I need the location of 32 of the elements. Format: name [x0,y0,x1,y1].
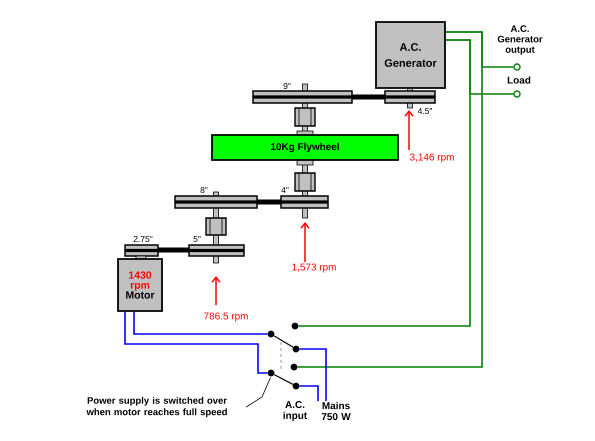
leader-line [246,377,271,408]
switch-contact [268,370,274,376]
speed-label: 1,573 rpm [292,263,336,272]
wire [124,312,268,374]
speed-label: 3,146 rpm [410,153,454,162]
flywheel-bar: 10Kg Flywheel [211,134,399,161]
dimension-label: 8" [200,187,208,193]
switch-contact [290,364,298,370]
wire [446,39,514,95]
wire [446,31,514,68]
dimension-label: 4" [281,187,288,193]
output-label: A.C. Generator output [498,25,542,55]
switch-blade [274,374,294,385]
wire [300,385,319,402]
load-label: Load [508,76,530,84]
note-text: Power supply is switched over when motor reaches full speed [86,396,227,418]
switch-contact [292,382,300,390]
dimension-label: 2.75" [134,236,152,242]
output-terminal [513,63,521,71]
wire [133,312,268,335]
switch-contact [292,322,298,330]
dimension-label: 4.5" [418,108,432,114]
switch-contact [268,330,274,338]
wire [300,348,327,402]
dimension-label: 5" [194,236,200,242]
input-label: A.C. input [284,401,308,421]
switch-contact [292,346,300,352]
mains-label: Mains 750 W [322,402,351,420]
dimension-label: 9" [284,83,290,89]
speed-label: 786.5 rpm [204,312,248,322]
switch-blade [274,335,294,348]
output-terminal [513,90,521,98]
